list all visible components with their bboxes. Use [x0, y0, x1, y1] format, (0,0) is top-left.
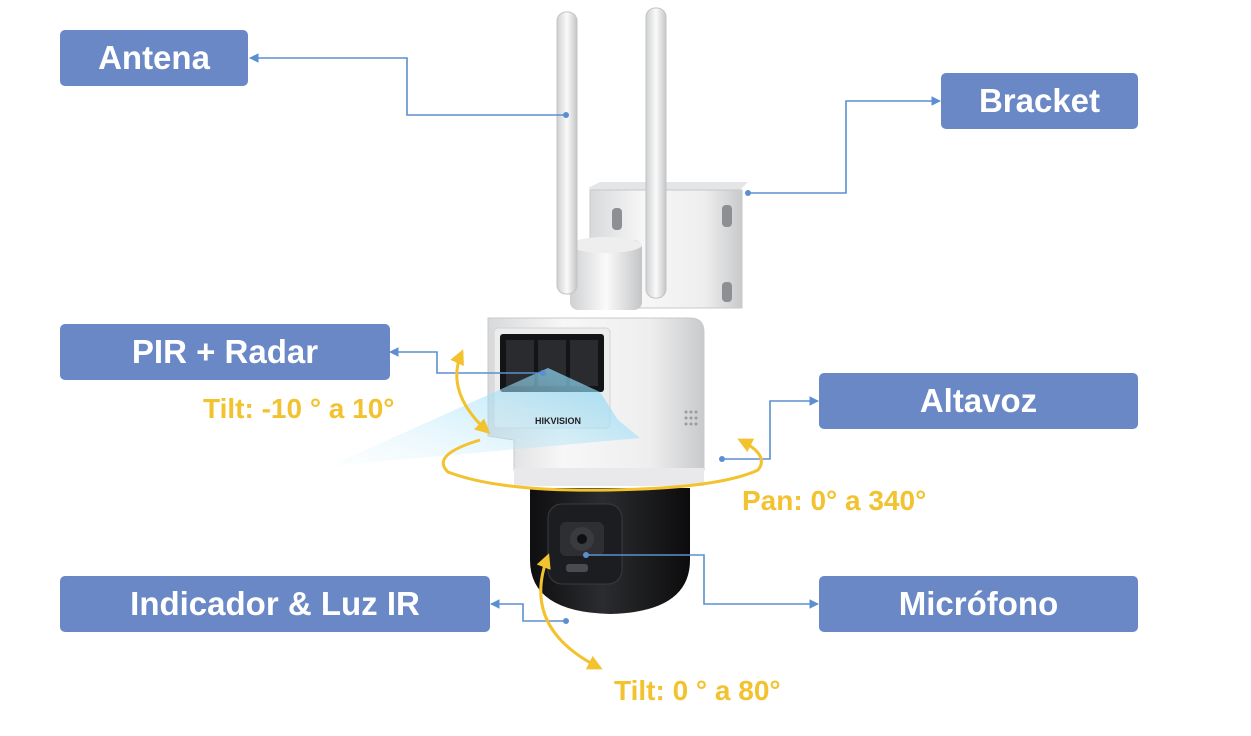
label-antenna: Antena	[60, 30, 248, 86]
label-bracket-text: Bracket	[978, 82, 1101, 119]
antenna-part	[556, 7, 667, 299]
label-bracket: Bracket	[941, 73, 1138, 129]
label-indicator-ir-text: Indicador & Luz IR	[130, 585, 420, 622]
label-microphone: Micrófono	[819, 576, 1138, 632]
neck-part	[570, 237, 642, 310]
pan-range: Pan: 0° a 340°	[742, 485, 927, 516]
label-pir-radar-text: PIR + Radar	[131, 333, 319, 370]
tilt-lower-range: Tilt: 0 ° a 80°	[614, 675, 781, 706]
brand-logo: HIKVISION	[535, 416, 581, 426]
label-speaker: Altavoz	[819, 373, 1138, 429]
label-pir-radar: PIR + Radar	[60, 324, 390, 380]
label-indicator-ir: Indicador & Luz IR	[60, 576, 490, 632]
label-speaker-text: Altavoz	[919, 382, 1038, 419]
motion-arrows	[441, 349, 763, 670]
label-microphone-text: Micrófono	[898, 585, 1059, 622]
tilt-upper-range: Tilt: -10 ° a 10°	[203, 393, 395, 424]
label-antenna-text: Antena	[98, 39, 210, 76]
